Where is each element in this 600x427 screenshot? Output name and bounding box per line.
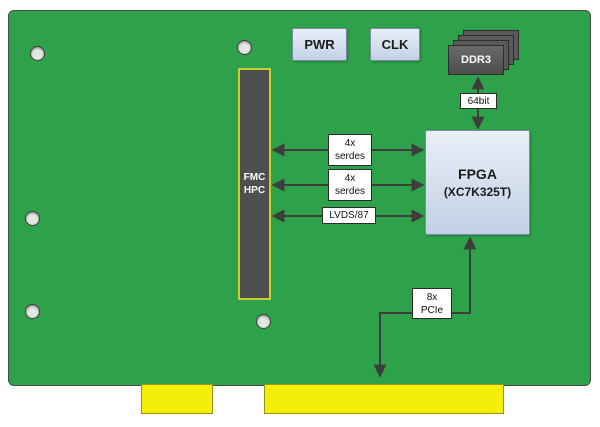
pwr-box: PWR — [292, 28, 347, 61]
bus-label-serdes-mid: 4x serdes — [328, 169, 372, 201]
bus-label-pcie: 8x PCIe — [412, 288, 452, 319]
pwr-label: PWR — [304, 37, 335, 52]
fpga-box: FPGA (XC7K325T) — [425, 130, 530, 235]
pcie-edge-connector-short — [141, 384, 213, 414]
fpga-part: (XC7K325T) — [443, 185, 512, 199]
ddr3-chip-front: DDR3 — [448, 45, 504, 75]
clk-label: CLK — [381, 37, 409, 52]
clk-box: CLK — [370, 28, 420, 61]
ddr3-label: DDR3 — [461, 54, 491, 66]
mounting-hole — [30, 46, 45, 61]
mounting-hole — [237, 40, 252, 55]
fpga-name: FPGA — [458, 166, 497, 182]
ddr3-stack: DDR3 — [448, 30, 520, 76]
mounting-hole — [25, 211, 40, 226]
pcie-edge-connector-long — [264, 384, 504, 414]
mounting-hole — [25, 304, 40, 319]
bus-label-serdes-top: 4x serdes — [328, 134, 372, 166]
bus-label-lvds: LVDS/87 — [322, 207, 376, 224]
bus-label-ddr-64bit: 64bit — [460, 93, 497, 109]
fmc-label: FMC HPC — [243, 171, 266, 197]
fmc-hpc-connector: FMC HPC — [238, 68, 271, 300]
mounting-hole — [256, 314, 271, 329]
